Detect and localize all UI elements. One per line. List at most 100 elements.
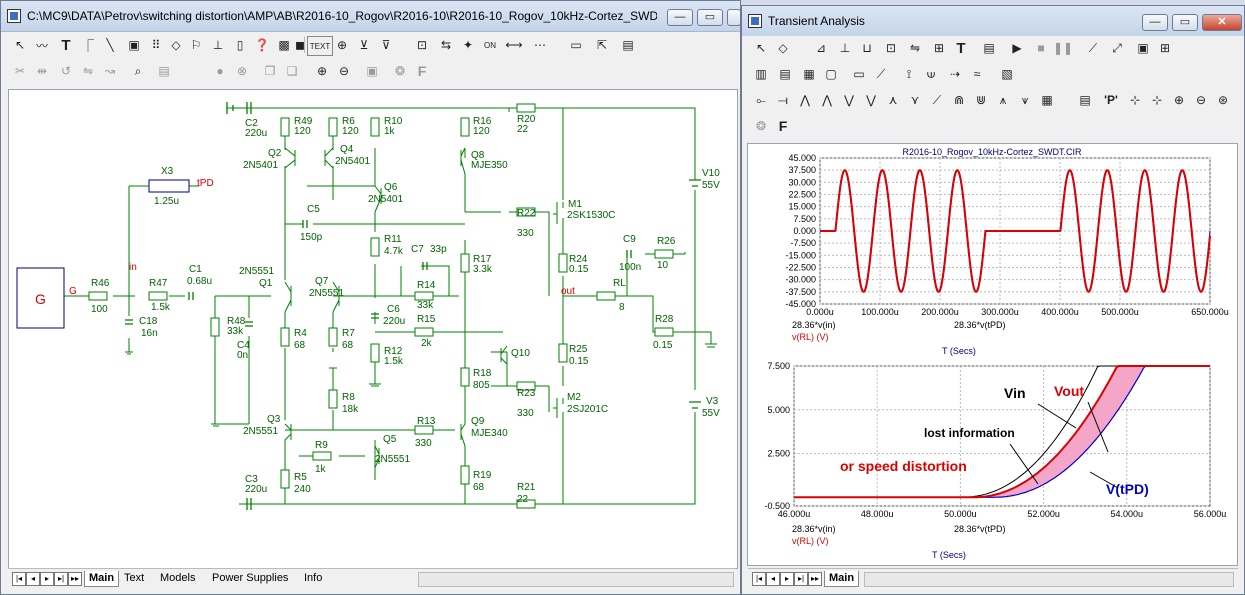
component-icon[interactable]: ▩ <box>278 38 290 52</box>
valley-find-2-icon[interactable]: ⋁ <box>866 93 876 107</box>
alert-icon[interactable]: ● <box>216 64 224 78</box>
cut-icon[interactable]: ✂ <box>14 64 26 78</box>
zoom-fit-icon[interactable]: ⊛ <box>1217 93 1229 107</box>
shape-icon[interactable]: ◇ <box>778 41 788 55</box>
schematic-titlebar[interactable]: C:\MC9\DATA\Petrov\switching distortion\… <box>1 1 740 32</box>
prev-tab-icon[interactable]: ◂ <box>766 572 780 586</box>
zoom-in-icon[interactable]: ⊕ <box>1173 93 1185 107</box>
cursor-x-icon[interactable]: ⊹ <box>1151 93 1163 107</box>
point-tag-icon[interactable]: ⊡ <box>885 41 897 55</box>
low-icon[interactable]: ⋎ <box>910 93 920 107</box>
schematic-hscrollbar[interactable] <box>418 572 734 587</box>
global-high-icon[interactable]: ⋒ <box>953 93 965 107</box>
font-button[interactable]: F <box>778 118 788 134</box>
fit-icon[interactable]: ▣ <box>366 64 378 78</box>
wire-link-icon[interactable]: ⟷ <box>505 38 523 52</box>
node-numbers-icon[interactable]: ⊕ <box>336 38 348 52</box>
frame-icon[interactable]: ▣ <box>1137 41 1149 55</box>
peak-find-icon[interactable]: ⋀ <box>800 93 810 107</box>
dotted-grid-icon[interactable]: ⋯ <box>534 38 546 52</box>
minimize-button[interactable]: — <box>667 9 693 26</box>
wire-icon[interactable]: 〰 <box>35 38 48 53</box>
shape-icon[interactable]: ◇ <box>171 38 181 52</box>
window-icon[interactable]: ▭ <box>570 38 582 52</box>
flow-icon[interactable]: ⇆ <box>440 38 452 52</box>
cursor-right-icon[interactable]: ⟞ <box>778 92 788 107</box>
bus-icon[interactable]: ⎾ <box>81 38 94 53</box>
last-tab-icon[interactable]: ▸| <box>794 572 808 586</box>
properties-icon[interactable]: ▤ <box>983 41 995 55</box>
copy-icon[interactable]: ❐ <box>264 64 276 78</box>
restore-button[interactable] <box>727 9 740 26</box>
pin-icon[interactable]: ⊥ <box>212 38 224 52</box>
on-icon[interactable]: ON <box>484 40 496 50</box>
flip-icon[interactable]: ⇋ <box>82 64 94 78</box>
grid-icon[interactable]: ⊞ <box>1159 41 1171 55</box>
horiz-tag-icon[interactable]: ⊔ <box>862 41 872 55</box>
graph-icon[interactable]: ⊿ <box>815 41 827 55</box>
mirror-icon[interactable]: ⇹ <box>36 64 48 78</box>
grid-icon[interactable]: ⠿ <box>151 38 161 52</box>
generator-box[interactable] <box>16 267 65 329</box>
tokens-icon[interactable]: ⟋ <box>876 66 886 81</box>
bottom-icon[interactable]: ⩛ <box>1021 92 1029 107</box>
properties-icon[interactable]: ▤ <box>622 38 634 52</box>
grid-icon-3[interactable]: ▦ <box>803 67 815 81</box>
state-icon[interactable]: ▦ <box>1041 93 1053 107</box>
stop-icon[interactable]: ■ <box>1037 41 1045 55</box>
line-icon[interactable]: ╲ <box>106 38 114 52</box>
tag-icon[interactable]: ⊥ <box>839 41 851 55</box>
global-low-icon[interactable]: ⋓ <box>975 93 987 107</box>
scale-icon[interactable]: ⟋ <box>1088 40 1098 55</box>
maximize-button[interactable]: ▭ <box>697 9 723 26</box>
highlight-icon[interactable]: ✦ <box>462 38 474 52</box>
help-icon[interactable]: ❓ <box>254 38 270 52</box>
analysis-icon[interactable]: ❂ <box>394 64 406 78</box>
cursor-left-icon[interactable]: ⟜ <box>756 92 766 107</box>
valley-find-icon[interactable]: ⋁ <box>844 93 854 107</box>
peak-icon[interactable]: ⟟ <box>906 66 912 81</box>
grid-icon-4[interactable]: ▢ <box>825 67 837 81</box>
grid-icon-2[interactable]: ▤ <box>779 67 791 81</box>
zoom-out-icon[interactable]: ⊖ <box>1195 93 1207 107</box>
flag-icon[interactable]: ⚐ <box>190 38 202 52</box>
node-icon[interactable]: ▯ <box>236 38 244 52</box>
valley-icon[interactable]: ⟒ <box>926 66 936 81</box>
grid-text-icon[interactable]: ⊡ <box>416 38 428 52</box>
pin-connections-icon[interactable]: ⊻ <box>359 38 369 52</box>
text-mode-button[interactable]: TEXT <box>307 36 333 56</box>
run-icon[interactable]: ▶ <box>1012 41 1022 55</box>
first-tab-icon[interactable]: |◂ <box>12 572 26 586</box>
zoom-out-icon[interactable]: ⊖ <box>338 64 350 78</box>
pointer-icon[interactable]: ↖ <box>755 41 767 55</box>
tab-text[interactable]: Text <box>124 572 145 584</box>
slope-icon[interactable]: ⇢ <box>949 67 961 81</box>
info-icon[interactable]: ▣ <box>128 38 140 52</box>
text-icon[interactable]: T <box>61 36 71 54</box>
x3-delay-box[interactable] <box>148 179 190 193</box>
page-icon[interactable]: ▤ <box>158 64 170 78</box>
first-tab-icon[interactable]: |◂ <box>752 572 766 586</box>
analysis-close-button[interactable]: ✕ <box>1202 14 1242 31</box>
analysis-icon[interactable]: ❂ <box>755 119 767 133</box>
text-icon[interactable]: T <box>956 39 966 57</box>
paste-icon[interactable]: ❏ <box>286 64 298 78</box>
prev-tab-icon[interactable]: ◂ <box>26 572 40 586</box>
scale2-icon[interactable]: ⤢ <box>1112 40 1122 55</box>
zoom-in-icon[interactable]: ⊕ <box>316 64 328 78</box>
tab-info[interactable]: Info <box>304 572 323 584</box>
tab-models[interactable]: Models <box>160 572 196 584</box>
pause-icon[interactable]: ❚❚ <box>1052 41 1074 55</box>
peak-find-2-icon[interactable]: ⋀ <box>822 93 832 107</box>
grid-icon-1[interactable]: ▥ <box>755 67 767 81</box>
flip-icon[interactable]: ⇋ <box>909 41 921 55</box>
cursor-y-icon[interactable]: ⊹ <box>1129 93 1141 107</box>
high-icon[interactable]: ⋏ <box>888 93 898 107</box>
analysis-maximize-button[interactable]: ▭ <box>1172 14 1198 31</box>
table-icon[interactable]: ▤ <box>1079 93 1091 107</box>
p-button[interactable]: 'P' <box>1104 93 1118 107</box>
wave-icon[interactable]: ≈ <box>973 67 981 81</box>
end-tab-icon[interactable]: ▸▸ <box>68 572 82 586</box>
